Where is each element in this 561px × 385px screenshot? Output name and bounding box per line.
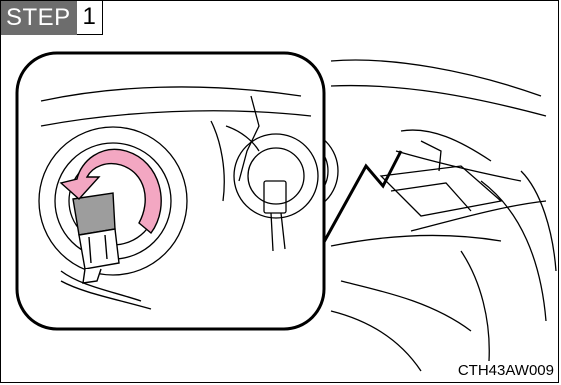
vehicle-body-lines bbox=[331, 60, 556, 371]
step-header: STEP 1 bbox=[1, 1, 103, 35]
figure-code: CTH43AW009 bbox=[458, 362, 554, 379]
step-label: STEP bbox=[1, 1, 77, 35]
callout-leader-line bbox=[319, 151, 401, 251]
step-number: 1 bbox=[77, 1, 103, 35]
